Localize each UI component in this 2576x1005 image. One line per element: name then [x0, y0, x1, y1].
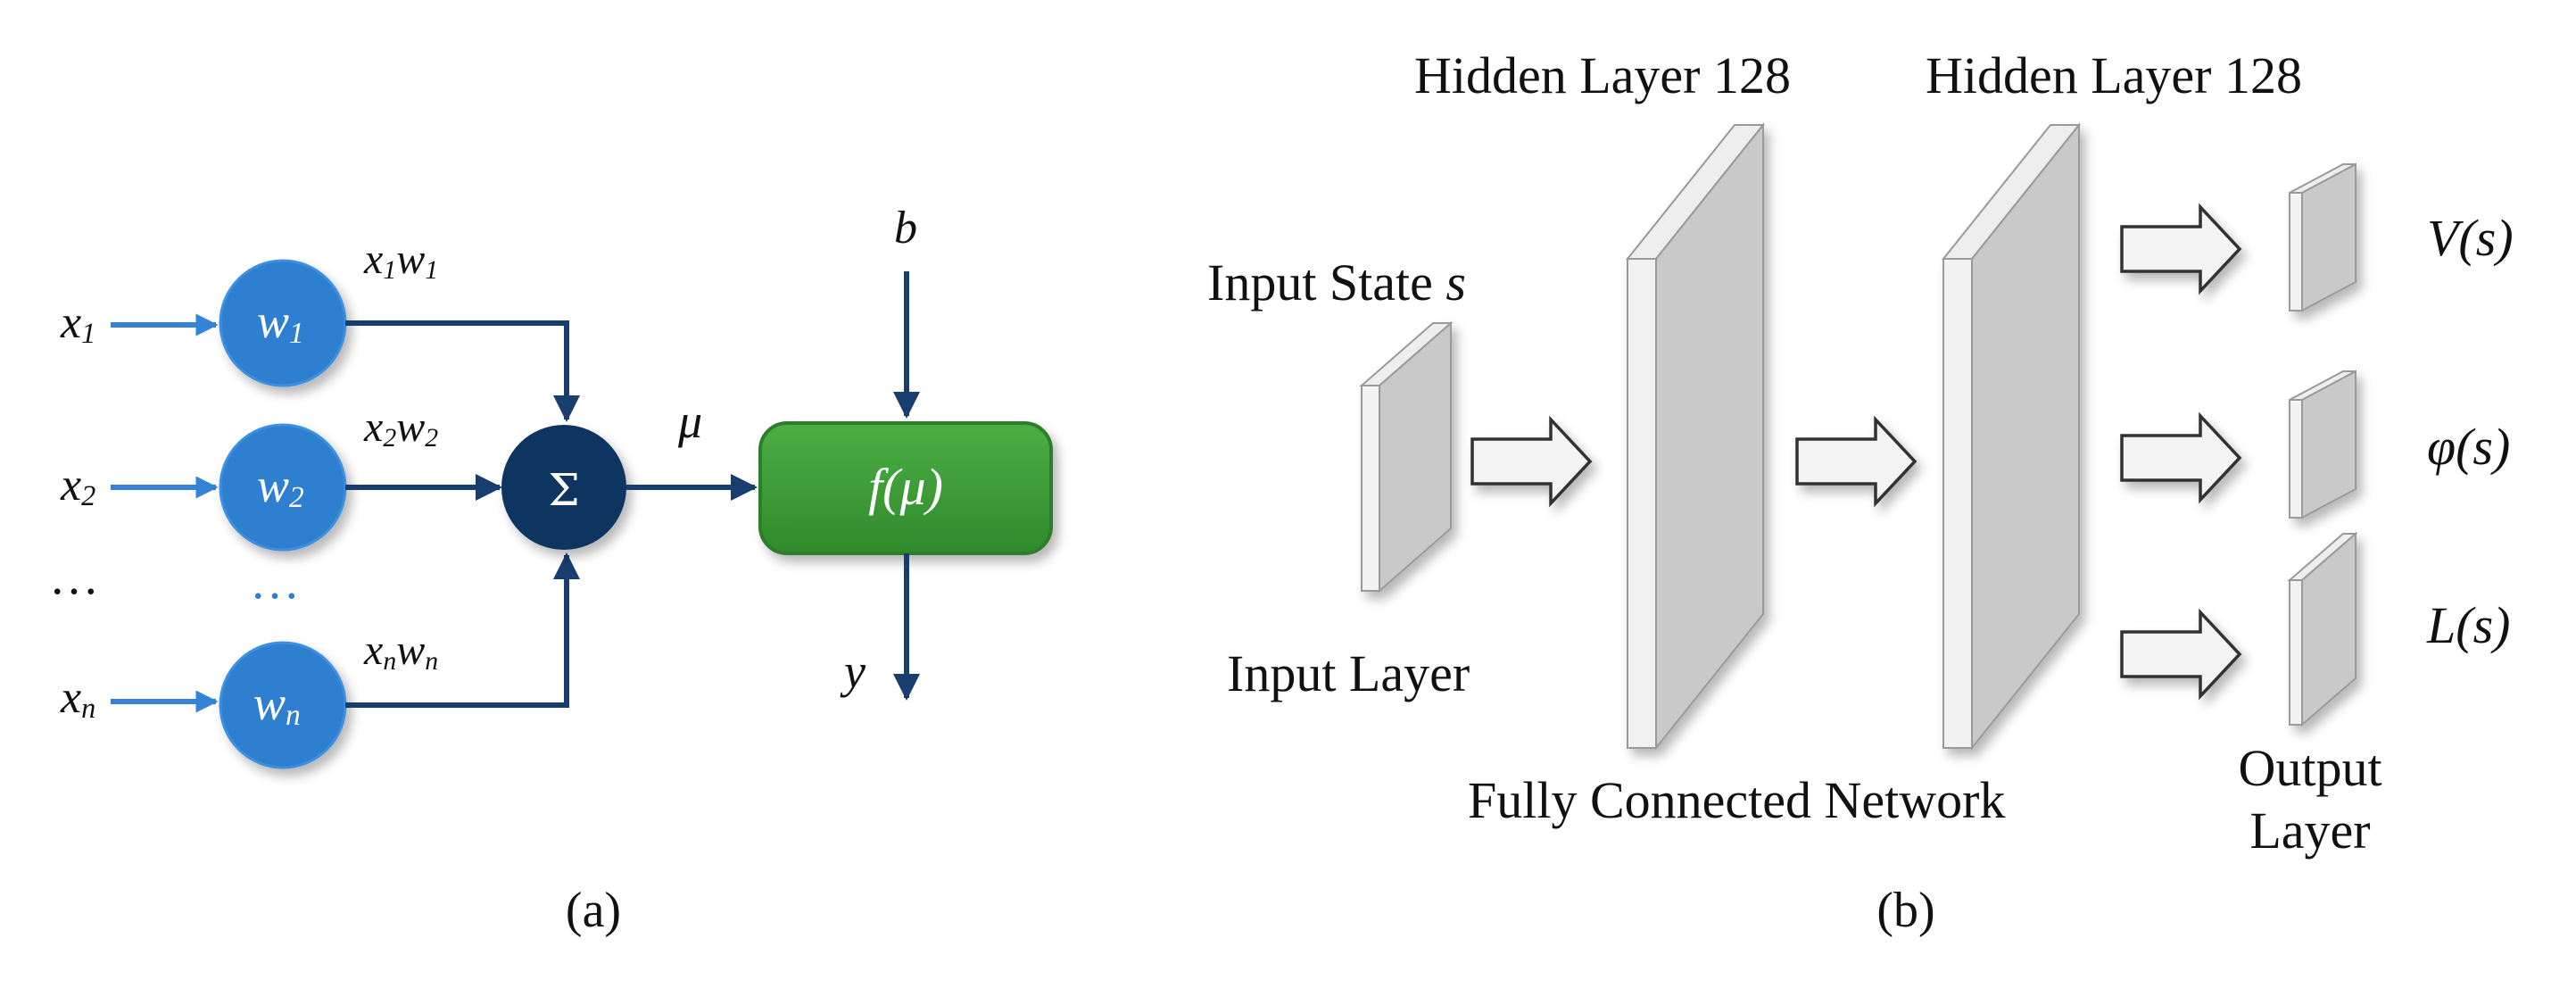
input-label-x1: x1: [60, 297, 95, 349]
hidden-layer-slab-1: [1625, 122, 1766, 751]
bias-label: b: [894, 203, 917, 253]
activation-label: f(μ): [868, 458, 943, 516]
ellipsis-weights: …: [250, 554, 300, 610]
hidden-layer-label-1: Hidden Layer 128: [1414, 46, 1791, 104]
block-arrow-to-policy: [2120, 411, 2242, 504]
product-label-n: xnwn: [363, 627, 438, 676]
output-label-loss: L(s): [2426, 596, 2510, 654]
caption-b: (b): [1876, 883, 1934, 938]
weight-label-wn: wn: [253, 677, 301, 732]
block-arrow-to-value: [2120, 203, 2242, 295]
output-layer-label-line1: Output: [2238, 739, 2381, 797]
product-label-2: x2w2: [363, 403, 438, 453]
output-slab-value: [2289, 162, 2357, 312]
input-label-xn: xn: [60, 672, 95, 724]
weight-label-w1: w1: [257, 295, 304, 350]
hidden-layer-label-2: Hidden Layer 128: [1926, 46, 2302, 104]
input-label-x2: x2: [60, 460, 95, 511]
output-slab-loss: [2287, 531, 2358, 727]
input-state-label: Input State s: [1207, 253, 1466, 311]
output-slab-policy: [2289, 370, 2357, 519]
output-label-value: V(s): [2427, 209, 2514, 267]
ellipsis-inputs: …: [49, 550, 99, 605]
sum-symbol: Σ: [548, 464, 579, 516]
input-layer-slab: [1359, 320, 1454, 594]
panel-a: x1 x2 xn … w1 w2 wn … x1w1 x2w2 xnwn Σ μ: [49, 203, 1053, 938]
sum-node: [501, 425, 626, 550]
hidden-layer-slab-2: [1941, 122, 2082, 751]
output-label-y: y: [840, 644, 866, 698]
arrow-w1-to-sum: [345, 320, 580, 422]
block-arrow-hidden-to-hidden: [1795, 415, 1918, 508]
weight-label-w2: w2: [257, 459, 304, 514]
block-arrow-to-loss: [2120, 608, 2242, 701]
arrow-wn-to-sum: [345, 552, 580, 708]
fully-connected-label: Fully Connected Network: [1468, 771, 2005, 829]
mu-label: μ: [677, 395, 702, 448]
panel-b: Input State s Input Layer Hidden Layer 1…: [1207, 46, 2514, 938]
caption-a: (a): [566, 883, 621, 938]
block-arrow-input-to-hidden: [1470, 415, 1593, 508]
product-label-1: x1w1: [363, 236, 438, 285]
output-label-policy: φ(s): [2427, 418, 2510, 476]
input-layer-label: Input Layer: [1227, 644, 1470, 702]
output-layer-label-line2: Layer: [2249, 802, 2370, 860]
